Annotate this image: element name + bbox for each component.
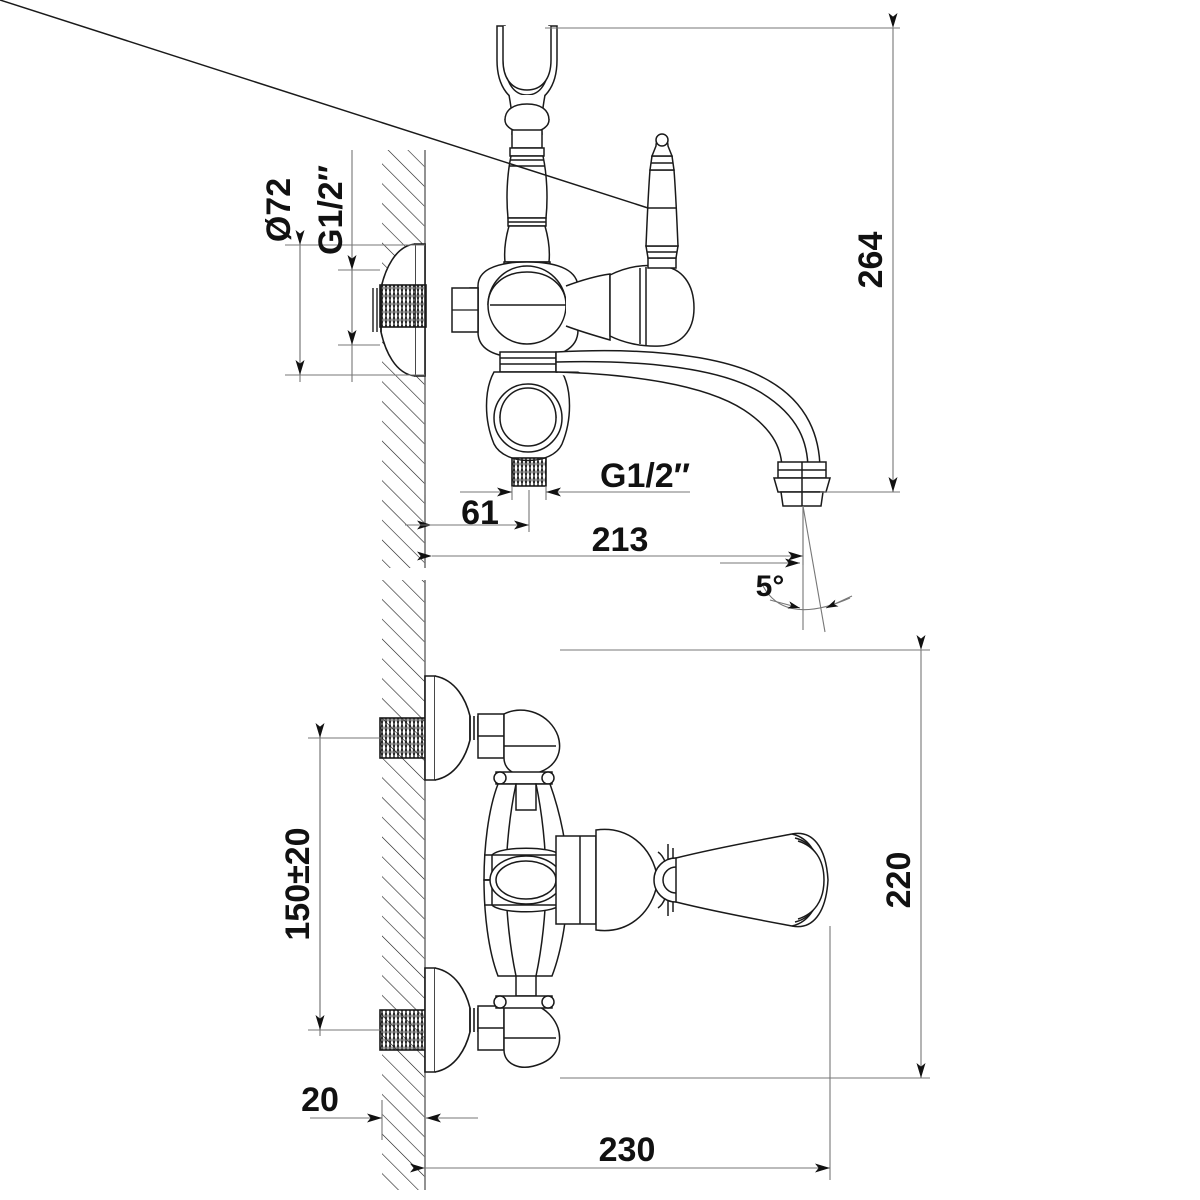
dim-label-g12-wall: G1/2″ [312,165,350,255]
shower-holder-cradle [496,25,558,135]
dim-label-5deg: 5° [756,570,785,603]
dim-label-220: 220 [880,852,918,909]
wall-section-front [382,580,426,1190]
shower-outlet-thread-side [511,457,547,487]
dim-label-dia72: Ø72 [260,178,298,242]
lever-handle-front [555,828,829,932]
spout-side [555,349,831,507]
dim-label-230: 230 [599,1131,656,1169]
dim-label-g12-outlet: G1/2″ [600,457,690,495]
lever-handle-side [0,0,695,347]
dim-label-150pm20: 150±20 [279,827,317,940]
upper-wall-inlet-front [379,675,561,781]
wall-inlet-side [372,243,479,377]
dimensions-front-view [308,635,930,1180]
dim-label-264: 264 [852,232,890,289]
dimensions-side-view [285,13,900,633]
view-front-elevation: 150±20 220 20 230 [279,580,930,1190]
lower-wall-inlet-front [379,967,561,1073]
view-side-elevation: Ø72 G1/2″ 264 61 213 G1/2″ 5° [0,0,900,633]
dim-label-61: 61 [461,494,499,532]
dim-label-213: 213 [592,521,649,559]
dim-label-20: 20 [301,1081,339,1119]
